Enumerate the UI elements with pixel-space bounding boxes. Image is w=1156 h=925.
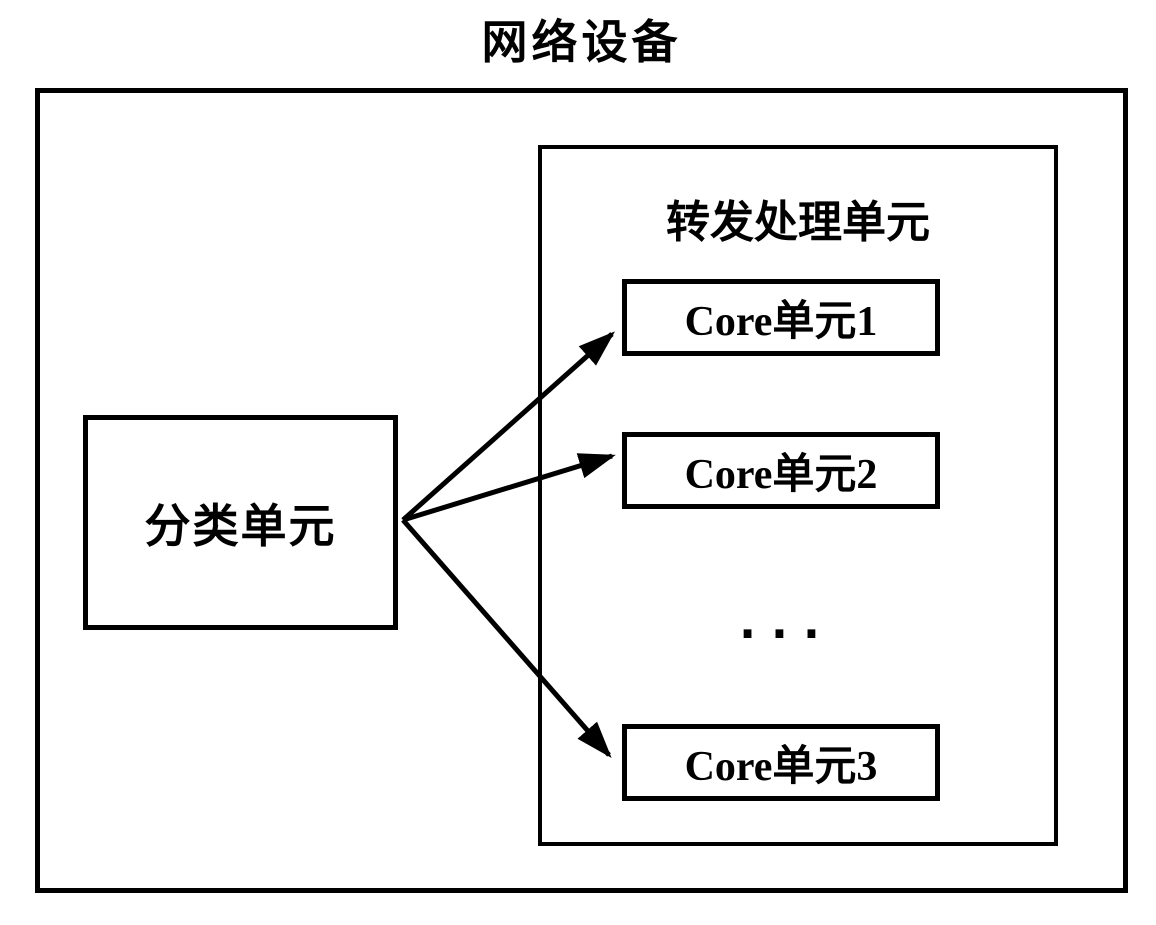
core-unit-1-box: Core单元1 <box>622 279 940 356</box>
classification-unit-box: 分类单元 <box>83 415 398 630</box>
core-units-ellipsis: ... <box>733 594 829 650</box>
network-device-box <box>35 88 1128 893</box>
diagram-title: 网络设备 <box>481 17 682 68</box>
forwarding-unit-label: 转发处理单元 <box>666 198 930 247</box>
core-unit-3-label: Core单元3 <box>684 744 878 790</box>
core-unit-3-box: Core单元3 <box>622 724 940 801</box>
classification-unit-label: 分类单元 <box>144 500 337 552</box>
core-unit-2-label: Core单元2 <box>684 452 878 498</box>
core-unit-1-label: Core单元1 <box>684 299 878 345</box>
core-unit-2-box: Core单元2 <box>622 432 940 509</box>
